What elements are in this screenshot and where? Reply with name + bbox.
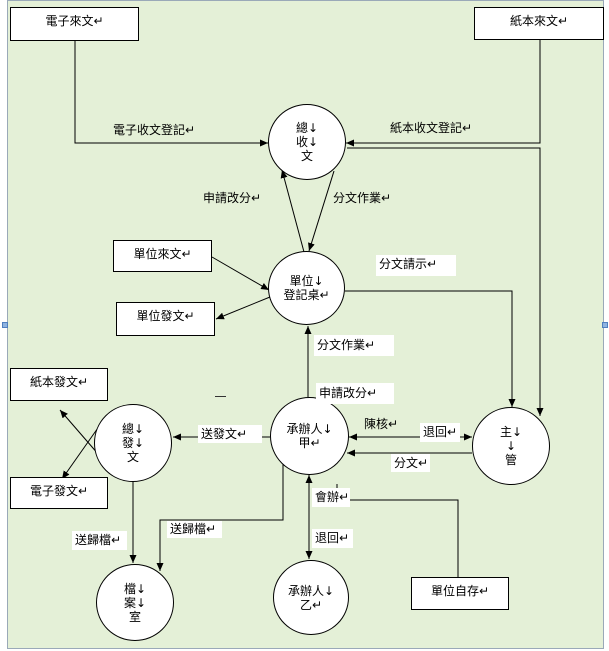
node-handler-a: 承辦人↓ 甲↵ (270, 397, 349, 475)
node-text-line: 甲↵ (298, 436, 321, 450)
label-send-dispatch: 送發文↵ (198, 425, 262, 443)
canvas-resize-handle-right[interactable] (602, 322, 608, 328)
label-send-archive-left: 送歸檔↵ (72, 531, 127, 550)
label-co-handle: 會辦↵ (312, 488, 350, 507)
node-text-line: 案↓ (123, 595, 147, 610)
label-assign-work-top: 分文作業↵ (333, 191, 392, 205)
arrow-handler-a-to-archive (156, 464, 284, 571)
arrow-paper-incoming-to-central-receive (346, 40, 541, 147)
node-text-line: 文 (300, 149, 313, 163)
node-text-line: 室 (128, 609, 141, 624)
arrow-unit-registry-to-central-receive (280, 169, 305, 253)
node-text-line: 主↓ (499, 425, 523, 439)
arrow-central-receive-to-supervisor (347, 147, 544, 416)
label-assign: 分文↵ (391, 454, 430, 472)
node-text-line: 承辦人↓ (287, 583, 335, 598)
node-text-line: 單位↓ (289, 274, 324, 288)
node-text-line: 發↓ (121, 436, 145, 450)
label-paper-receive-log: 紙本收文登記↵ (390, 121, 473, 135)
label-return-bottom: 退回↵ (312, 529, 353, 548)
line-handler-a-to-unit-self-store (336, 484, 459, 577)
node-archive: 檔↓ 案↓ 室 (96, 564, 174, 641)
label-request-reassign-top: 申請改分↵ (203, 191, 262, 205)
node-supervisor: 主↓ ↓ 管 (472, 407, 550, 485)
box-unit-incoming: 單位來文↵ (113, 240, 212, 272)
box-electronic-incoming: 電子來文↵ (10, 7, 139, 41)
node-text-line: 登記桌↵ (283, 288, 330, 302)
node-unit-registry: 單位↓ 登記桌↵ (268, 251, 345, 325)
label-return-right: 退回↵ (420, 423, 460, 442)
label-send-archive-mid: 送歸檔↵ (167, 521, 222, 538)
arrow-electronic-incoming-to-central-receive (74, 41, 268, 147)
arrow-central-dispatch-to-electronic-outgoing (61, 424, 101, 480)
arrow-unit-registry-to-supervisor (345, 290, 516, 407)
node-text-line: 承辦人↓ (286, 422, 333, 436)
box-unit-self-store: 單位自存↵ (411, 577, 509, 610)
node-central-receive: 總↓ 收↓ 文 (268, 104, 346, 180)
label-assign-request: 分文請示↵ (376, 255, 456, 276)
node-text-line: 收↓ (295, 135, 319, 149)
arrow-central-dispatch-to-paper-outgoing (59, 409, 100, 456)
label-review: 陳核↵ (364, 417, 399, 431)
node-text-line: 管 (504, 453, 517, 467)
box-paper-outgoing: 紙本發文↵ (10, 368, 108, 401)
node-text-line: 總↓ (295, 121, 319, 135)
box-electronic-outgoing: 電子發文↵ (10, 477, 108, 509)
box-unit-outgoing: 單位發文↵ (116, 302, 215, 336)
node-text-line: 總↓ (121, 422, 145, 436)
node-central-dispatch: 總↓ 發↓ 文 (94, 404, 172, 482)
arrow-unit-registry-to-unit-outgoing (215, 296, 271, 320)
label-assign-work-mid: 分文作業↵ (314, 335, 394, 356)
node-text-line: 文 (126, 450, 139, 464)
node-text-line: ↓ (505, 439, 517, 453)
node-text-line: 檔↓ (123, 581, 147, 596)
label-electronic-receive-log: 電子收文登記↵ (113, 123, 196, 137)
arrow-unit-incoming-to-unit-registry (211, 256, 270, 291)
canvas-resize-handle-left[interactable] (2, 322, 8, 328)
box-paper-incoming: 紙本來文↵ (474, 7, 604, 40)
node-handler-b: 承辦人↓ 乙↵ (273, 560, 349, 635)
node-text-line: 乙↵ (299, 597, 323, 612)
arrow-central-receive-to-unit-registry (308, 170, 335, 252)
empty-text-box-marker (215, 396, 226, 397)
label-request-reassign-mid: 申請改分↵ (316, 383, 394, 404)
